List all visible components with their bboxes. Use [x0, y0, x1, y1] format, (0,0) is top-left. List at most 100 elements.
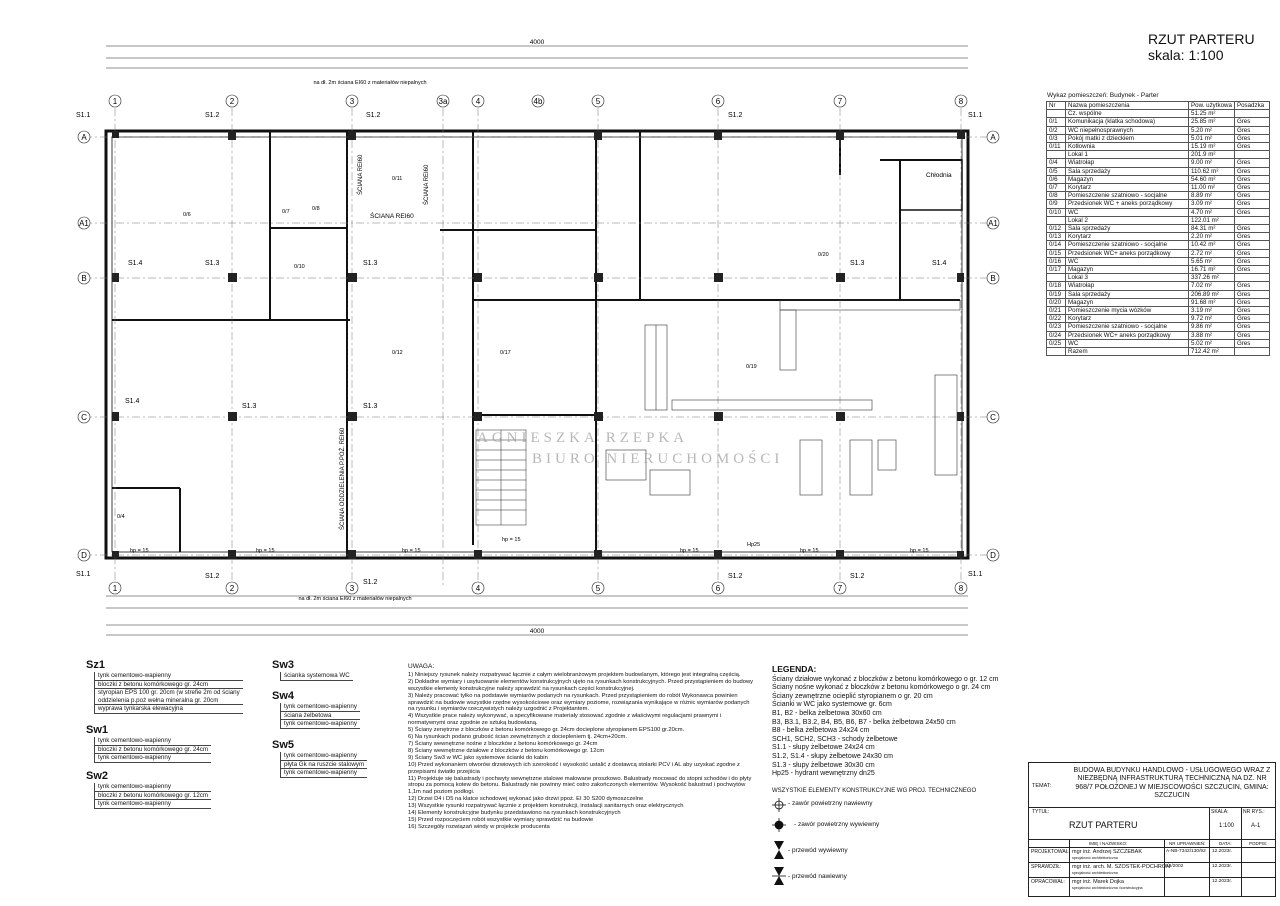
svg-text:0/12: 0/12: [392, 350, 403, 356]
wall-note-bottom: na dł. 2m ściana EI60 z materiałów niepa…: [298, 596, 411, 602]
note-item: 4) Wszystkie prace należy wykonywać, a s…: [408, 713, 722, 727]
wall-type-sw4: Sw4 tynk cementowo-wapienny ściana żelbe…: [272, 690, 360, 729]
notes-heading: UWAGA:: [408, 663, 435, 670]
note-item: 7) Ściany wewnętrzne nośne z bloczków z …: [408, 740, 598, 747]
axis-C-right: C: [986, 410, 1000, 424]
fire-separation-label: ŚCIANA ODDZIELENIA P.POŻ. REI60: [338, 427, 346, 530]
wall-type-sw5-name: Sw5: [272, 739, 295, 751]
room-name: Razem: [1065, 347, 1189, 357]
svg-text:3: 3: [350, 97, 355, 106]
axis-2-top: 2: [225, 94, 239, 108]
room-area: 5.65 m²: [1188, 256, 1235, 267]
symbols-heading: WSZYSTKIE ELEMENTY KONSTRUKCYJNE WG PROJ…: [772, 788, 977, 794]
tb-col-name: IMIĘ I NAZWISKO:: [1089, 841, 1128, 846]
svg-text:S1.1: S1.1: [968, 571, 983, 578]
room-area: 84.31 m²: [1188, 224, 1235, 234]
tb-person-name: mgr inż. Marek Dojka: [1072, 879, 1124, 885]
svg-text:hp = 15: hp = 15: [256, 548, 275, 554]
floor-plan: 4000 4000 na dł. 2m ściana EI60 z materi…: [76, 39, 1000, 636]
svg-text:0/17: 0/17: [500, 350, 511, 356]
legend-item: B8 - belka żelbetowa 24x24 cm: [772, 727, 870, 735]
room-nr: 0/8: [1046, 191, 1066, 201]
outer-walls: [104, 129, 970, 560]
room-nr: 0/20: [1046, 297, 1066, 308]
axis-D-left: D: [77, 548, 91, 562]
room-nr: 0/2: [1046, 125, 1066, 135]
room-area: 5.02 m²: [1188, 338, 1235, 349]
axis-6-top: 6: [711, 94, 725, 108]
room-area: 15.19 m²: [1188, 142, 1235, 152]
room-name: Magazyn: [1065, 265, 1189, 275]
svg-text:C: C: [81, 413, 87, 422]
room-name: Lokal 2: [1065, 215, 1189, 226]
room-nr: 0/3: [1046, 133, 1066, 144]
tb-person-name: mgr inż. Andrzej SZCZEBAK: [1072, 849, 1142, 855]
legend-item: Ściany działowe wykonać z bloczków z bet…: [772, 675, 999, 683]
note-item: 14) Elementy konstrukcyjne budynku przed…: [408, 810, 621, 817]
legend-item: B1, B2 - belka żelbetowa 30x60 cm: [772, 709, 882, 717]
symbol-supply-duct: - przewód nawiewny: [772, 865, 1012, 891]
axis-1-bottom: 1: [108, 581, 122, 595]
room-name: WC niepełnosprawnych: [1065, 125, 1189, 135]
room-floor: Gres: [1233, 191, 1270, 201]
legend-item: S1.3 - słupy żelbetowe 30x30 cm: [772, 761, 875, 769]
note-item: 8) Ściany wewnętrzne działowe z bloczków…: [408, 747, 605, 754]
room-nr: 0/17: [1046, 265, 1066, 275]
room-area: 3.09 m²: [1188, 199, 1235, 209]
sz1-layer-3b: oddzielenia p.poż wełna mineralna gr. 20…: [93, 696, 243, 706]
watermark-line1: AGNIESZKA RZEPKA: [477, 430, 689, 446]
svg-text:4: 4: [476, 97, 481, 106]
room-name: Sala sprzedaży: [1065, 289, 1189, 299]
note-item: 11) Projektuje się balustrady i pochwyty…: [408, 775, 752, 796]
svg-text:hp = 15: hp = 15: [910, 548, 929, 554]
room-floor: [1233, 273, 1270, 283]
room-floor: Gres: [1233, 289, 1270, 299]
room-nr: 0/22: [1046, 314, 1066, 324]
room-floor: [1233, 150, 1270, 160]
svg-text:S1.1: S1.1: [76, 571, 91, 578]
tb-person-date: 12.2023r.: [1212, 849, 1233, 854]
room-name: Magazyn: [1065, 174, 1189, 185]
room-floor: Gres: [1233, 297, 1270, 308]
svg-text:0/6: 0/6: [183, 212, 191, 218]
legend-heading: LEGENDA:: [772, 664, 817, 674]
sz1-layer-1: tynk cementowo-wapienny: [93, 672, 243, 681]
room-area: 5.01 m²: [1188, 133, 1235, 144]
room-name: Sala sprzedaży: [1065, 224, 1189, 234]
sw1-layer-1: tynk cementowo-wapienny: [94, 737, 212, 746]
room-area: 4.70 m²: [1188, 207, 1235, 217]
svg-text:0/8: 0/8: [312, 206, 320, 212]
sw3-layer-1: ścianka systemowa WC: [279, 672, 353, 681]
svg-text:0/10: 0/10: [294, 264, 305, 270]
tb-person-upr: 19/2002: [1166, 864, 1184, 869]
sw4-layer-2: ściana żelbetowa: [279, 711, 360, 721]
room-area: 16.71 m²: [1188, 265, 1235, 275]
axis-2-bottom: 2: [225, 581, 239, 595]
wall-type-sw5: Sw5 tynk cementowo-wapienny płyta Gk na …: [272, 739, 368, 778]
column-labels: S1.1 S1.2 S1.2 S1.4 S1.3 S1.3 S1.4 S1.3 …: [76, 112, 983, 586]
tb-person-spec: specjalność architektoniczna i konstrukc…: [1072, 886, 1143, 890]
room-nr: 0/10: [1046, 207, 1066, 217]
sw1-layer-2: bloczki z betonu komórkowego gr. 24cm: [94, 745, 212, 755]
header-nr: Nr: [1046, 100, 1066, 111]
room-nr: 0/1: [1046, 117, 1066, 127]
axis-4-bottom: 4: [471, 581, 485, 595]
note-item: 6) Na rysunkach podano grubość ścian zew…: [408, 734, 627, 741]
sw2-layer-2: bloczki z betonu komórkowego gr. 12cm: [94, 791, 212, 801]
room-area: 122.01 m²: [1188, 215, 1235, 226]
room-floor: Gres: [1233, 199, 1270, 209]
room-name: Wiatrołap: [1065, 281, 1189, 291]
svg-text:hp = 15: hp = 15: [402, 548, 421, 554]
legend-item: Ścianki w WC jako systemowe gr. 6cm: [772, 701, 892, 709]
room-floor: Gres: [1233, 117, 1270, 127]
note-item: 5) Ściany zenętrzne z bloczków z betonu …: [408, 727, 685, 734]
room-area: 9.00 m²: [1188, 158, 1235, 168]
axis-7-bottom: 7: [833, 581, 847, 595]
